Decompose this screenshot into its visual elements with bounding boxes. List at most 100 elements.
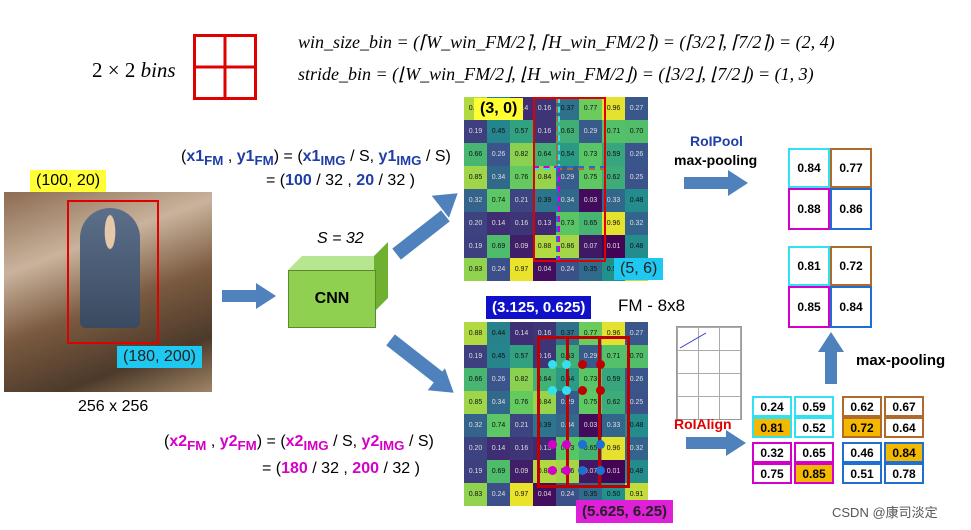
fm-cell: 0.25 [625,166,648,189]
stride-formula: stride_bin = (⌊W_win_FM/2⌋, ⌊H_win_FM/2⌋… [298,64,814,84]
roialign-sample-cell: 0.59 [794,396,834,417]
sample-point [548,386,557,395]
fm-cell: 0.82 [510,368,533,391]
fm-cell: 0.70 [625,120,648,143]
fm-cell: 0.70 [625,345,648,368]
watermark: CSDN @康司淡定 [832,505,938,520]
fm-cell: 0.19 [464,235,487,258]
sample-point [596,386,605,395]
roipool-label: RoIPool [690,133,743,149]
fm-cell: 0.76 [510,391,533,414]
cnn-block: CNN [288,270,376,328]
bins-label: 2 × 2 bins [92,58,176,82]
fm-cell: 0.01 [602,460,625,483]
fm-cell: 0.34 [556,189,579,212]
arrow-head-icon [726,430,746,456]
fm-cell: 0.26 [625,368,648,391]
roi-box-red [533,97,606,262]
fm-cell: 0.66 [464,368,487,391]
sample-point [578,440,587,449]
fm-cell: 0.01 [602,235,625,258]
fm-cell: 0.86 [556,235,579,258]
fm-cell: 0.71 [602,345,625,368]
fm-cell: 0.27 [625,97,648,120]
top-left-tag: (100, 20) [30,170,107,192]
fm-cell: 0.75 [579,166,602,189]
fm-cell: 0.37 [556,322,579,345]
roialign-sample-cell: 0.24 [752,396,792,417]
fm-cell: 0.96 [602,212,625,235]
fm-cell: 0.65 [579,212,602,235]
fm-cell: 0.83 [464,483,487,506]
fm-cell: 0.03 [579,189,602,212]
roialign-sample-cell: 0.46 [842,442,882,463]
fm-cell: 0.44 [487,322,510,345]
roialign-sample-cell: 0.84 [884,442,924,463]
fm-cell: 0.64 [533,143,556,166]
fm-cell: 0.85 [464,391,487,414]
fm-cell: 0.74 [487,189,510,212]
win-size-formula: win_size_bin = (⌈W_win_FM/2⌉, ⌈H_win_FM/… [298,32,835,52]
sample-point [548,466,557,475]
fm-cell: 0.37 [556,97,579,120]
fm-cell: 0.77 [579,97,602,120]
fm-cell: 0.85 [464,166,487,189]
roipool-cell-tl: 0.84 [788,148,830,188]
bilinear-inset [676,326,742,420]
sample-point [596,440,605,449]
fm-cell: 0.24 [556,483,579,506]
fm-cell: 0.84 [533,166,556,189]
fm-cell: 0.04 [533,258,556,281]
arrow-head-icon [818,332,844,352]
sample-point [562,386,571,395]
arrow-head-icon [256,283,276,309]
fm-cell: 0.73 [556,212,579,235]
sample-point [596,360,605,369]
fm-cell: 0.35 [579,258,602,281]
fm-cell: 0.33 [602,414,625,437]
fm-cell: 0.96 [602,97,625,120]
fm-cell: 0.63 [556,120,579,143]
eq-top-line2: = (100 / 32 , 20 / 32 ) [266,172,415,189]
fm-cell: 0.26 [487,368,510,391]
fm-cell: 0.83 [464,258,487,281]
roialign-result-tl: 0.81 [788,246,830,286]
fm-cell: 0.32 [625,437,648,460]
fm-cell: 0.16 [510,212,533,235]
roialign-sample-cell: 0.78 [884,463,924,484]
arrow-icon [386,334,444,384]
fm-cell: 0.48 [625,235,648,258]
fm-size-label: FM - 8x8 [618,296,686,315]
roialign-sample-cell: 0.81 [752,417,792,438]
roipool-maxpool-label: max-pooling [674,152,758,168]
fm-cell: 0.21 [510,189,533,212]
fm-cell: 0.16 [510,437,533,460]
bottom-right-tag: (180, 200) [117,346,202,368]
eq-bottom-line2: = (180 / 32 , 200 / 32 ) [262,460,420,477]
cnn-side-face [374,242,388,312]
fm-cell: 0.62 [602,391,625,414]
roialign-result-br: 0.84 [830,286,872,328]
fm-bottom-br-tag: (5.625, 6.25) [576,500,674,523]
roialign-result-bl: 0.85 [788,286,830,328]
fm-cell: 0.57 [510,345,533,368]
fm-cell: 0.88 [464,322,487,345]
fm-cell: 0.21 [510,414,533,437]
roipool-cell-tr: 0.77 [830,148,872,188]
fm-cell: 0.32 [464,414,487,437]
fm-cell: 0.33 [602,189,625,212]
fm-cell: 0.97 [510,483,533,506]
eq-top-line1: (x1FM , y1FM) = (x1IMG / S, y1IMG / S) [181,148,451,169]
fm-cell: 0.14 [510,322,533,345]
roialign-sample-cell: 0.32 [752,442,792,463]
fm-cell: 0.48 [625,414,648,437]
roialign-sample-cell: 0.52 [794,417,834,438]
rider-figure [80,208,140,328]
sample-point [548,360,557,369]
sample-point [596,466,605,475]
fm-cell: 0.34 [487,391,510,414]
image-size-label: 256 x 256 [78,398,149,415]
fm-cell: 0.32 [464,189,487,212]
roialign-label: RoIAlign [674,416,732,432]
